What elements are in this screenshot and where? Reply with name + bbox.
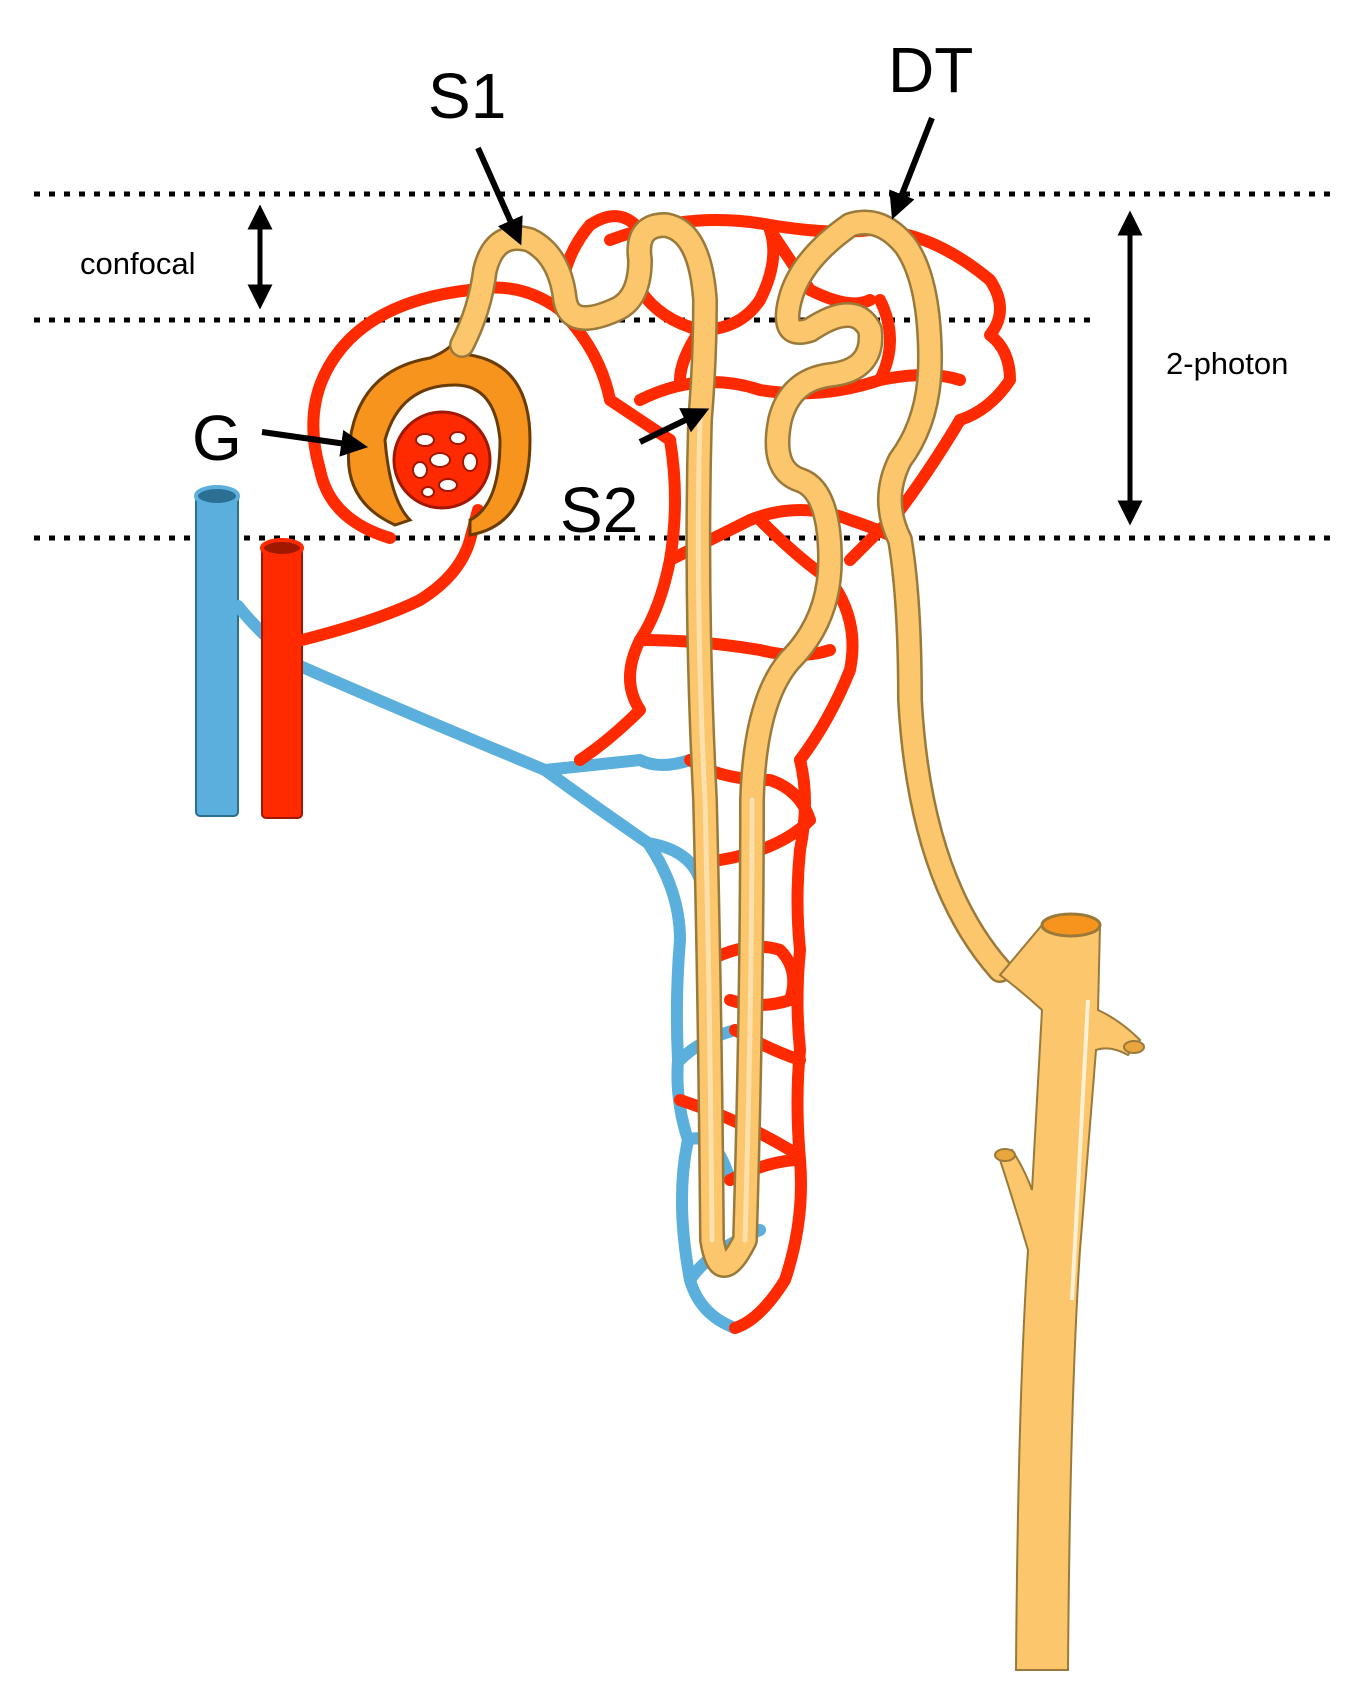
collecting-duct bbox=[994, 912, 1145, 1671]
label-g: G bbox=[192, 402, 242, 474]
label-dt: DT bbox=[888, 34, 973, 106]
pointer-s2 bbox=[638, 408, 710, 445]
pointer-s1 bbox=[475, 146, 523, 246]
renal-artery bbox=[260, 538, 304, 819]
label-confocal: confocal bbox=[80, 246, 195, 281]
label-s1: S1 bbox=[428, 60, 506, 132]
label-two-photon: 2-photon bbox=[1166, 346, 1288, 381]
glomerulus bbox=[347, 338, 532, 537]
pointer-dt bbox=[889, 116, 935, 220]
nephron-tubule bbox=[449, 209, 1013, 1278]
pointer-g bbox=[261, 429, 369, 457]
label-s2: S2 bbox=[560, 474, 638, 546]
